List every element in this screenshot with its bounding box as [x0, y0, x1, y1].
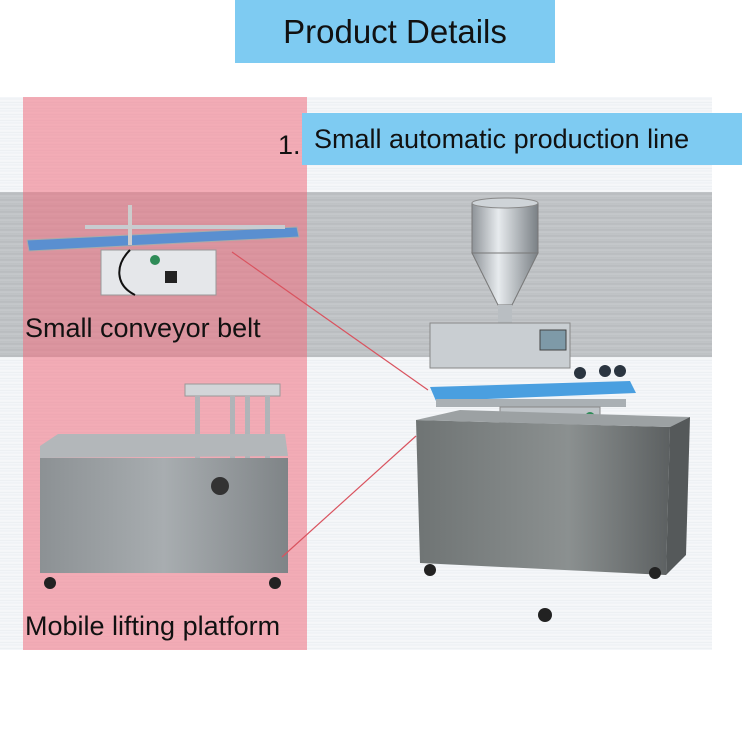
section-number: 1. [278, 130, 301, 160]
mobile-lifting-platform-image [40, 383, 288, 589]
page-title: Product Details [283, 12, 507, 50]
production-line-machine-image [416, 197, 690, 622]
small-conveyor-belt-image [26, 205, 300, 296]
section-title: Small automatic production line [314, 123, 690, 154]
section-title-banner: Small automatic production line [302, 113, 742, 165]
conveyor-belt-label: Small conveyor belt [25, 313, 261, 343]
lifting-platform-label: Mobile lifting platform [25, 611, 281, 641]
page-title-banner: Product Details [235, 0, 555, 63]
